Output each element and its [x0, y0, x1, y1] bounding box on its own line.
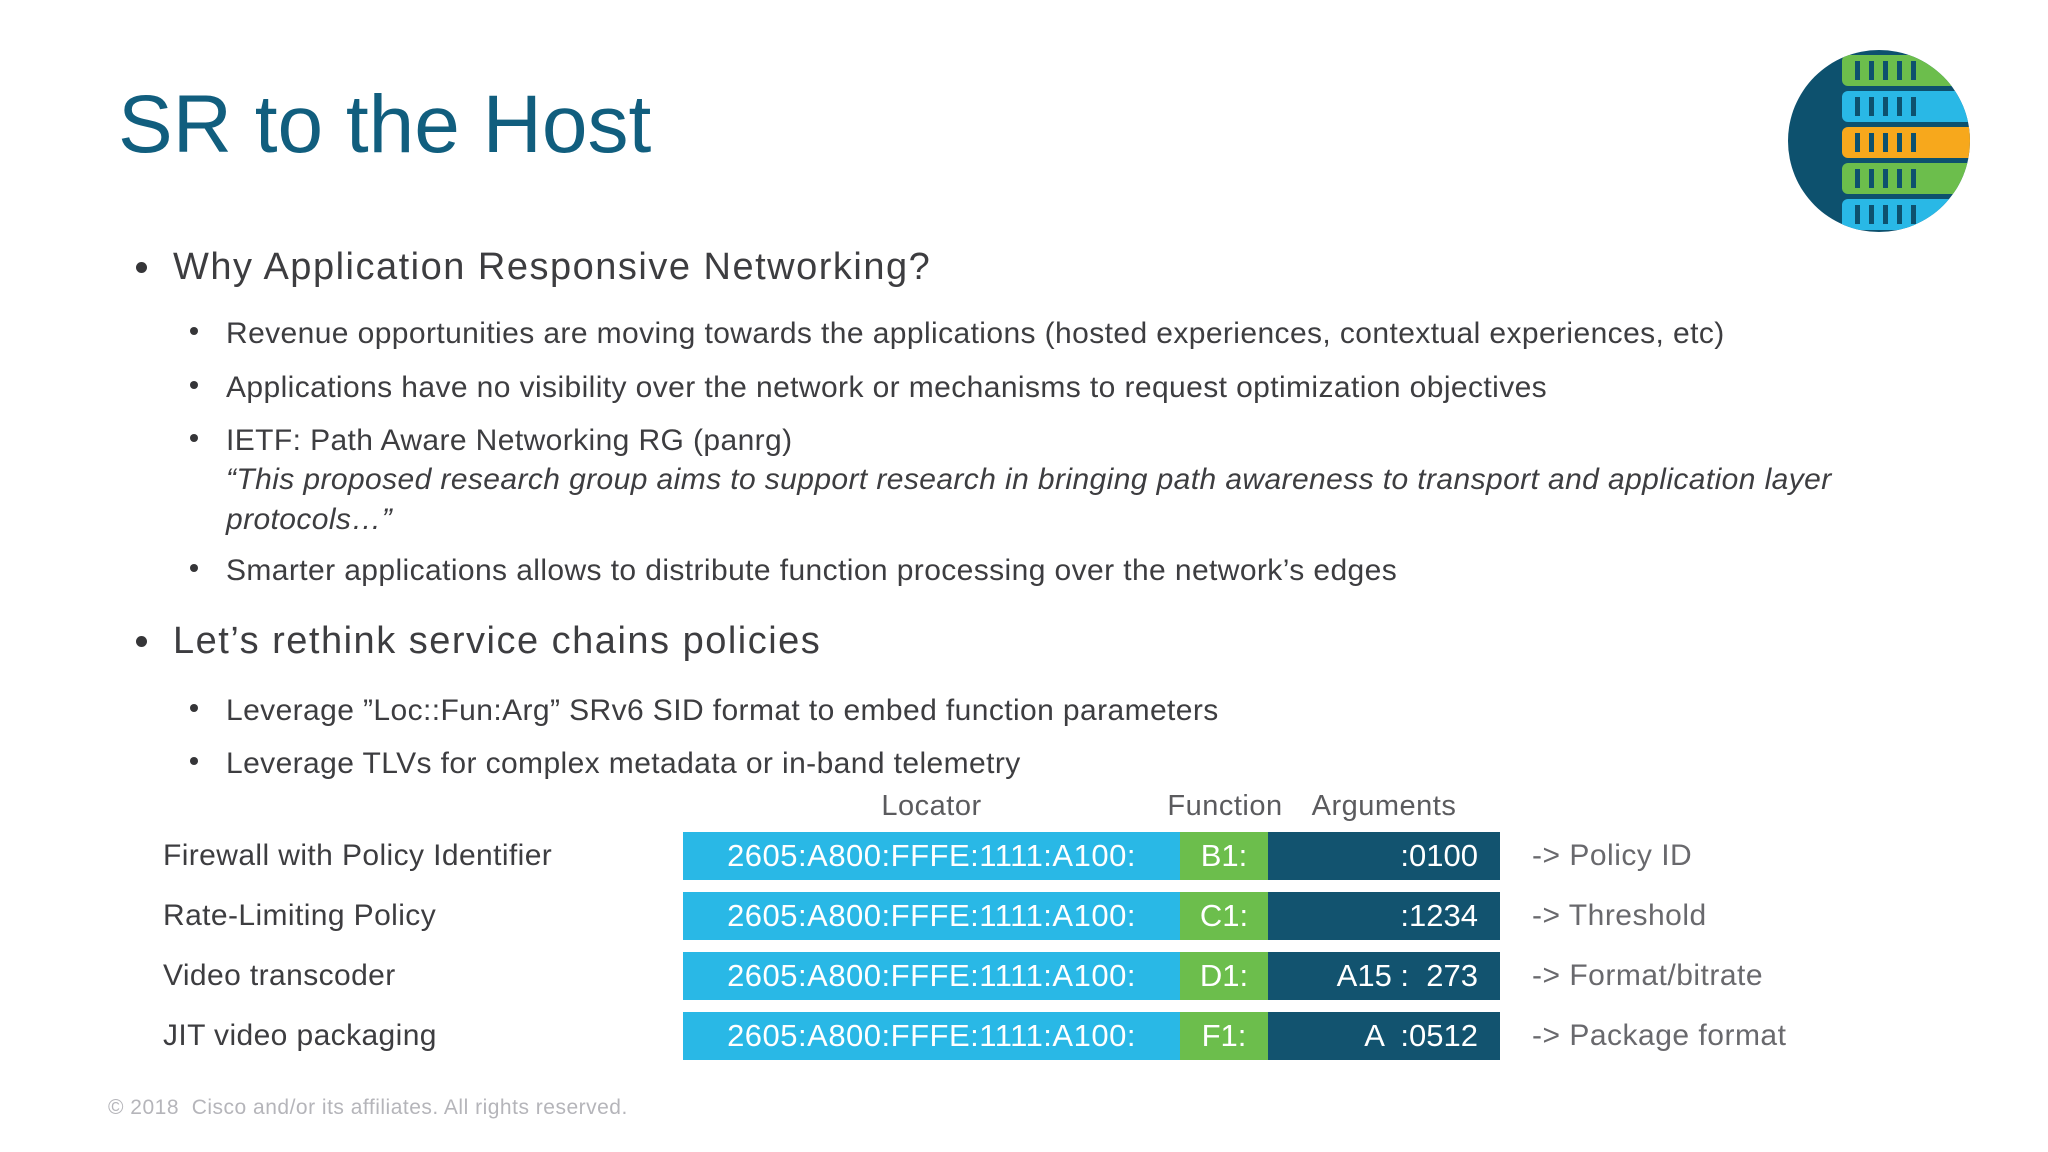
server-vents — [1855, 169, 1917, 188]
sub-bullet-label: Leverage ”Loc::Fun:Arg” SRv6 SID format … — [226, 694, 1219, 727]
arguments-cell: A15 : 273 — [1268, 952, 1500, 1000]
server-stack-icon — [1788, 50, 1970, 232]
sub-bullet-label: Leverage TLVs for complex metadata or in… — [226, 747, 1021, 780]
server-vents — [1855, 61, 1917, 80]
page-title: SR to the Host — [118, 79, 652, 170]
arguments-cell: :1234 — [1268, 892, 1500, 940]
table-header-function: Function — [1167, 790, 1283, 822]
function-cell: C1: — [1180, 892, 1268, 940]
row-label: JIT video packaging — [163, 1019, 437, 1052]
function-cell: D1: — [1180, 952, 1268, 1000]
table-header-locator: Locator — [881, 790, 982, 822]
server-vents — [1855, 205, 1917, 224]
sub-bullet-item: IETF: Path Aware Networking RG (panrg) — [190, 421, 793, 460]
server-bar-cyan — [1842, 199, 1970, 230]
bullet-label: Why Application Responsive Networking? — [173, 246, 932, 288]
arguments-cell: :0100 — [1268, 832, 1500, 880]
bullet-dot — [190, 434, 198, 442]
sub-bullet-item: Leverage ”Loc::Fun:Arg” SRv6 SID format … — [190, 691, 1219, 730]
sub-bullet-label: Applications have no visibility over the… — [226, 371, 1548, 404]
bullet-dot — [190, 757, 198, 765]
bullet-dot — [136, 636, 147, 648]
bullet-item: Why Application Responsive Networking? — [136, 244, 931, 292]
row-label: Rate-Limiting Policy — [163, 899, 437, 932]
row-annotation: -> Policy ID — [1532, 839, 1693, 872]
locator-cell: 2605:A800:FFFE:1111:A100: — [683, 832, 1180, 880]
row-annotation: -> Threshold — [1532, 899, 1707, 932]
server-bar-green — [1842, 55, 1970, 86]
locator-cell: 2605:A800:FFFE:1111:A100: — [683, 952, 1180, 1000]
sub-bullet-label: Smarter applications allows to distribut… — [226, 554, 1398, 587]
bullet-dot — [190, 704, 198, 712]
arguments-cell: A :0512 — [1268, 1012, 1500, 1060]
row-label: Video transcoder — [163, 959, 396, 992]
locator-cell: 2605:A800:FFFE:1111:A100: — [683, 1012, 1180, 1060]
function-cell: F1: — [1180, 1012, 1268, 1060]
bullet-dot — [190, 327, 198, 335]
footer-copyright: © 2018 Cisco and/or its affiliates. All … — [108, 1096, 628, 1119]
bullet-dot — [136, 262, 147, 274]
row-label: Firewall with Policy Identifier — [163, 839, 553, 872]
sub-bullet-item: Applications have no visibility over the… — [190, 368, 1547, 407]
sub-bullet-item: Smarter applications allows to distribut… — [190, 551, 1397, 590]
sub-bullet-label: Revenue opportunities are moving towards… — [226, 317, 1725, 350]
bullet-dot — [190, 564, 198, 572]
row-annotation: -> Package format — [1532, 1019, 1787, 1052]
server-bar-cyan — [1842, 91, 1970, 122]
server-vents — [1855, 97, 1917, 116]
bullet-item: Let’s rethink service chains policies — [136, 618, 821, 666]
table-header-arguments: Arguments — [1311, 790, 1457, 822]
quote-text: “This proposed research group aims to su… — [226, 463, 1832, 536]
sub-bullet-item: Leverage TLVs for complex metadata or in… — [190, 744, 1021, 783]
bullet-label: Let’s rethink service chains policies — [173, 620, 822, 662]
function-cell: B1: — [1180, 832, 1268, 880]
locator-cell: 2605:A800:FFFE:1111:A100: — [683, 892, 1180, 940]
sub-bullet-label: IETF: Path Aware Networking RG (panrg) — [226, 424, 793, 457]
server-bar-green — [1842, 163, 1970, 194]
server-bar-orange — [1842, 127, 1970, 158]
bullet-dot — [190, 381, 198, 389]
sub-bullet-item: Revenue opportunities are moving towards… — [190, 314, 1725, 353]
row-annotation: -> Format/bitrate — [1532, 959, 1764, 992]
server-vents — [1855, 133, 1917, 152]
